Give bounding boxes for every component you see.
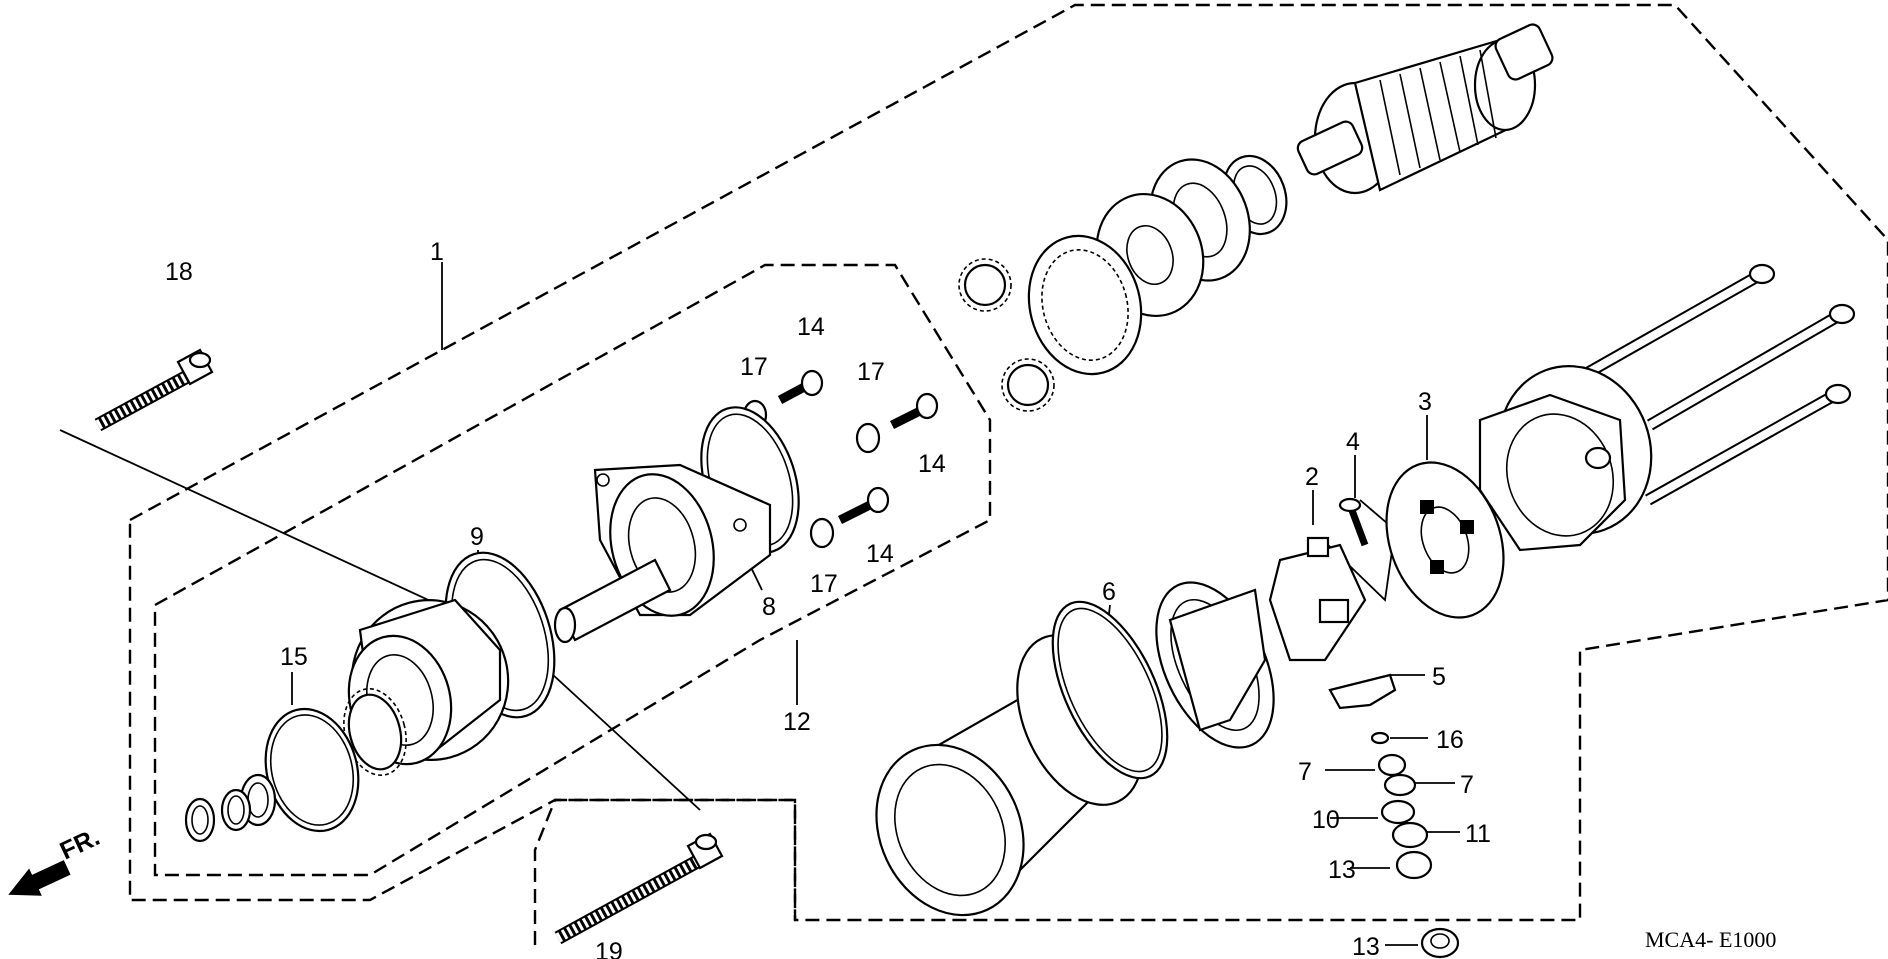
- callout-14b: 14: [918, 450, 946, 478]
- brush-plate-part: [1385, 461, 1505, 619]
- callout-17c: 17: [810, 570, 838, 598]
- callout-3: 3: [1418, 388, 1432, 416]
- callout-17a: 17: [740, 353, 768, 381]
- front-direction-arrow-icon: [8, 860, 71, 896]
- callout-11: 11: [1465, 820, 1491, 848]
- diagram-code: MCA4- E1000: [1645, 927, 1776, 952]
- callout-19: 19: [595, 938, 623, 959]
- leader-2-to-4: [1324, 499, 1396, 602]
- o-ring-15-part: [264, 707, 360, 833]
- callout-5: 5: [1432, 663, 1446, 691]
- ring-gear-part: [958, 234, 1143, 412]
- callout-6: 6: [1102, 578, 1116, 606]
- lock-plate-part: [1328, 673, 1397, 710]
- rear-cover-part: [1478, 365, 1653, 552]
- long-bolts-part: [1572, 263, 1856, 506]
- callout-8: 8: [762, 593, 776, 621]
- callout-9: 9: [470, 523, 484, 551]
- callout-18: 18: [165, 258, 193, 286]
- callout-1: 1: [430, 238, 444, 266]
- terminal-washers-part: [1370, 731, 1460, 959]
- callout-4: 4: [1346, 428, 1360, 456]
- callout-17b: 17: [857, 358, 885, 386]
- callout-12: 12: [783, 708, 811, 736]
- washers-circlip-part: [184, 773, 277, 843]
- brush-holder-part: [1268, 536, 1367, 662]
- callout-13b: 13: [1352, 933, 1380, 959]
- assembly-boundary-12: [153, 263, 992, 877]
- callout-15: 15: [280, 643, 308, 671]
- clutch-housing-part: [343, 598, 510, 777]
- callout-14a: 14: [797, 313, 825, 341]
- callout-13a: 13: [1328, 856, 1356, 884]
- bolt-19-part: [554, 832, 724, 945]
- front-direction-label: FR.: [56, 823, 104, 865]
- callout-2: 2: [1305, 463, 1319, 491]
- callout-16: 16: [1436, 726, 1464, 754]
- assembly-boundary-19: [533, 798, 797, 945]
- armature-part: [1296, 23, 1554, 195]
- assembly-boundary-1: [128, 3, 1888, 922]
- callout-10: 10: [1312, 806, 1340, 834]
- bolt-18-part: [94, 348, 214, 432]
- callout-7b: 7: [1460, 771, 1474, 799]
- yoke-part: [875, 600, 1169, 917]
- callout-14c: 14: [866, 540, 894, 568]
- brush-ring-part: [1155, 581, 1275, 749]
- callout-7a: 7: [1298, 758, 1312, 786]
- front-housing-part: [553, 463, 772, 644]
